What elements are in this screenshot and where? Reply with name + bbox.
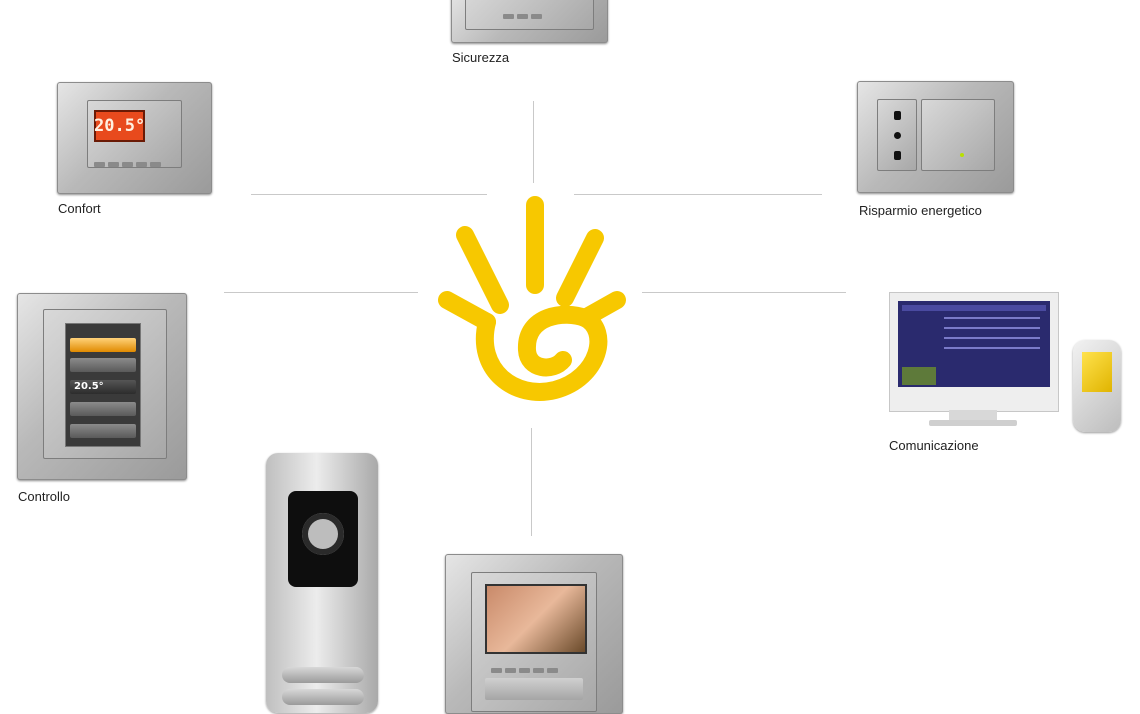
label-confort: Confort (58, 201, 101, 216)
connector-bottom (531, 428, 532, 536)
door-entry-panel[interactable] (266, 453, 378, 713)
connector-left (224, 292, 418, 293)
connector-top (533, 101, 534, 183)
label-sicurezza: Sicurezza (452, 50, 510, 65)
monitor-screen (898, 301, 1050, 387)
touch-temp: 20.5° (74, 381, 104, 392)
monitor-base (929, 420, 1017, 426)
security-buttons (503, 6, 545, 24)
connector-top-left (251, 194, 487, 195)
label-comunicazione: Comunicazione (889, 438, 979, 453)
handset-button[interactable] (485, 678, 583, 700)
connector-top-right (574, 194, 822, 195)
monitor-stand (949, 410, 997, 420)
label-controllo: Controllo (18, 489, 71, 504)
video-screen (485, 584, 587, 654)
thermostat-device[interactable]: 20.5° (57, 82, 212, 194)
monitor (889, 292, 1059, 412)
video-buttons (491, 660, 561, 678)
video-monitor-device[interactable] (445, 554, 623, 714)
label-risparmio-energetico: Risparmio energetico (859, 203, 982, 218)
security-device[interactable] (451, 0, 608, 43)
thermostat-buttons (94, 154, 164, 172)
led-indicator (960, 153, 964, 157)
energy-device[interactable] (857, 81, 1014, 193)
call-button-2[interactable] (282, 689, 364, 705)
touch-screen[interactable]: 20.5° (65, 323, 141, 447)
pda-device (1073, 340, 1121, 432)
touch-panel-device[interactable]: 20.5° (17, 293, 187, 480)
call-button[interactable] (282, 667, 364, 683)
connector-right (642, 292, 846, 293)
socket-holes (894, 111, 901, 163)
hand-logo-icon (438, 196, 626, 401)
communication-device[interactable] (889, 292, 1125, 432)
thermostat-display: 20.5° (94, 110, 145, 142)
camera-lens-icon (302, 513, 344, 555)
